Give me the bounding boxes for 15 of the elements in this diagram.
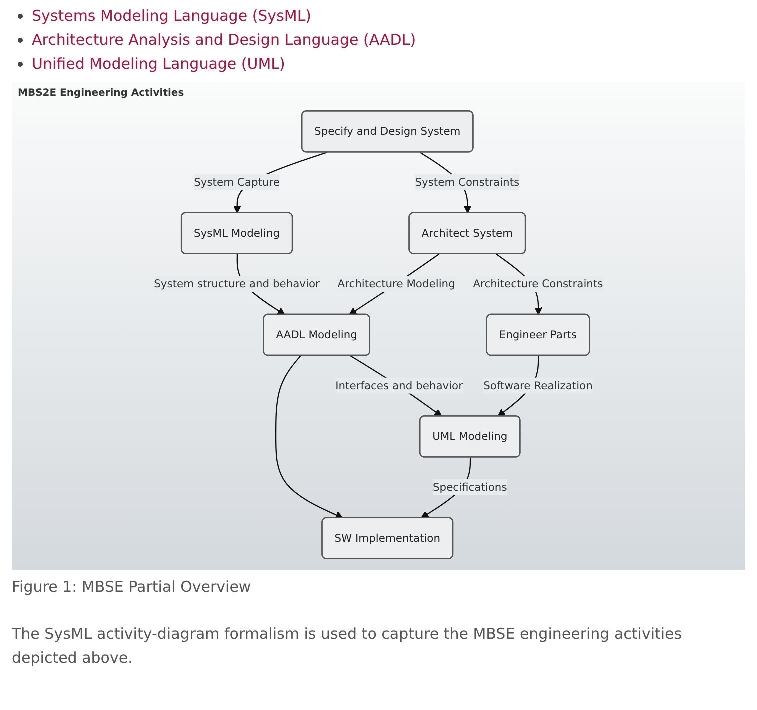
edge-label: Architecture Constraints	[473, 278, 604, 290]
edge-label: System structure and behavior	[154, 278, 320, 290]
edge-label: Software Realization	[483, 380, 593, 392]
list-item-link: Unified Modeling Language (UML)	[32, 54, 286, 75]
list-item-link: Architecture Analysis and Design Language (AADL)	[32, 30, 416, 51]
edge-label: Interfaces and behavior	[335, 380, 463, 392]
diagram-title: MBS2E Engineering Activities	[18, 88, 184, 99]
edge-label: System Capture	[194, 176, 280, 189]
edge-label: System Constraints	[415, 176, 520, 189]
edge-label: Specifications	[432, 481, 508, 494]
edge-label: Architecture Modeling	[338, 278, 456, 290]
list-item-link: Systems Modeling Language (SysML)	[32, 6, 312, 27]
figure-caption: Figure 1: MBSE Partial Overview	[12, 578, 252, 596]
paragraph: The SysML activity-diagram formalism is used to capture the MBSE engineering activities depicted above.	[12, 624, 684, 669]
arrow	[275, 356, 344, 519]
